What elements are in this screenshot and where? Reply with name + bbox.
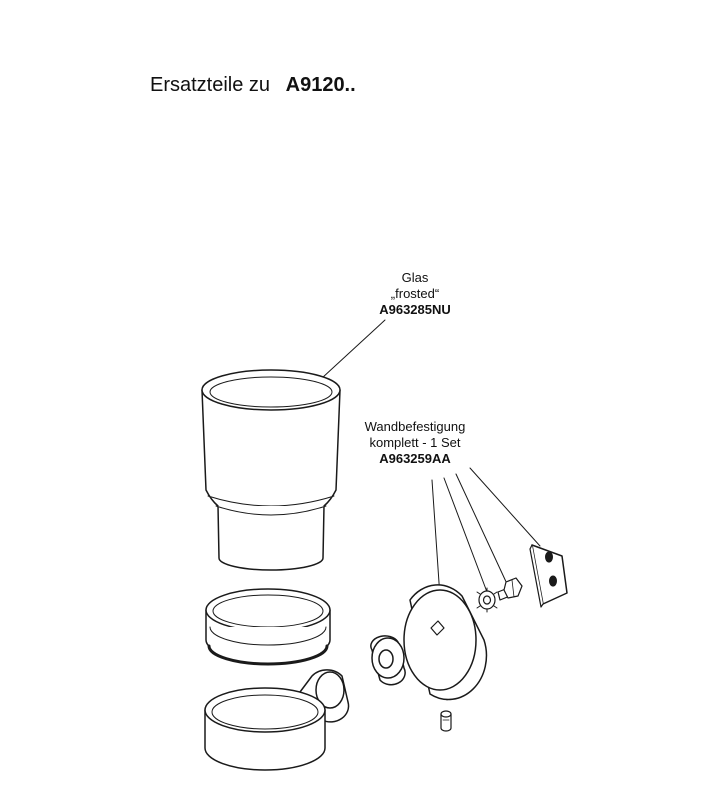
holder-arm-end [315, 671, 345, 709]
glass-leader-line [321, 319, 386, 379]
leader-line-bracket [469, 467, 541, 547]
holder-ring-lip [209, 626, 327, 646]
screw-head-edge [511, 579, 515, 598]
rosette-ring-hole [378, 649, 394, 669]
wall-mount-part-label: Wandbefestigung komplett - 1 Set A963259… [355, 419, 475, 467]
wall-mount-part-set: komplett - 1 Set [369, 435, 461, 450]
frosted-glass [201, 369, 341, 571]
holder-cup-inner [211, 694, 319, 730]
lock-washer [476, 587, 498, 613]
wall-disc-face [403, 589, 477, 691]
glass-part-label: Glas „frosted“ A963285NU [370, 270, 460, 318]
set-screw-body [440, 713, 452, 732]
lock-washer-teeth [476, 587, 498, 613]
mounting-screw [497, 577, 523, 601]
leader-line-washer [443, 477, 488, 593]
holder-cup-with-arm [204, 669, 350, 771]
lock-washer-inner [482, 595, 492, 605]
glass-part-name: Glas [401, 270, 429, 285]
wall-mount-part-number: A963259AA [379, 451, 451, 466]
glass-part-variant: „frosted“ [390, 286, 440, 301]
glass-body [201, 389, 341, 571]
leader-line-screw [455, 473, 509, 587]
holder-ring-gasket [207, 644, 329, 666]
wall-disc [403, 584, 488, 701]
mounting-bracket [529, 544, 568, 608]
holder-ring [205, 588, 331, 666]
page-title: Ersatzteile zu A9120.. [150, 74, 356, 97]
wall-mount-part-name: Wandbefestigung [364, 419, 466, 434]
wall-disc-square-hole [430, 620, 445, 636]
model-number: A9120.. [285, 74, 356, 96]
bracket-hole-top [545, 551, 553, 563]
rosette-ring [370, 635, 406, 686]
glass-part-number: A963285NU [379, 302, 451, 317]
bracket-edge [529, 544, 544, 608]
glass-rim-inner [209, 376, 333, 408]
set-screw [440, 710, 452, 732]
holder-ring-top-inner [212, 594, 324, 628]
glass-frost-band-2 [215, 505, 327, 516]
bracket-hole-bottom [549, 575, 557, 587]
title-prefix: Ersatzteile zu [150, 74, 271, 96]
set-screw-top [440, 710, 452, 718]
